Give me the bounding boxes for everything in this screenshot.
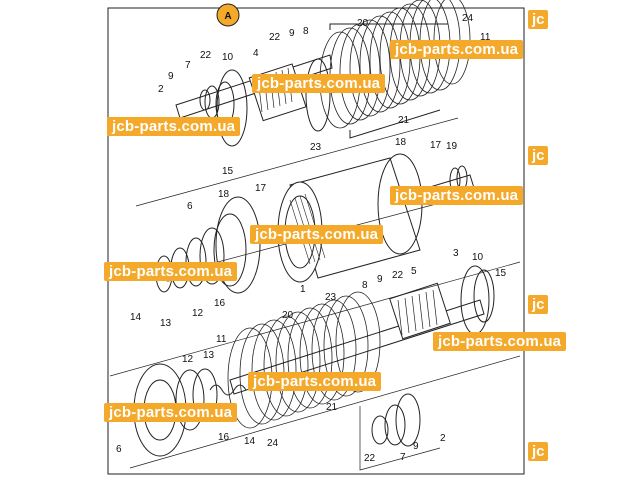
watermark-label: jcb-parts.com.ua [433, 332, 567, 351]
watermark-fragment: jc [528, 10, 548, 29]
svg-text:6: 6 [187, 201, 193, 212]
watermark-label: jcb-parts.com.ua [252, 74, 386, 93]
svg-text:1: 1 [300, 284, 306, 295]
svg-text:21: 21 [398, 115, 410, 126]
svg-text:13: 13 [160, 318, 172, 329]
watermark-label: jcb-parts.com.ua [104, 262, 238, 281]
svg-text:A: A [224, 11, 231, 22]
svg-text:11: 11 [216, 334, 227, 345]
svg-text:20: 20 [357, 18, 369, 29]
svg-text:17: 17 [430, 140, 442, 151]
watermark-fragment: jc [528, 146, 548, 165]
svg-text:13: 13 [203, 350, 215, 361]
callouts-middle: 18 17 19 18 17 6 1 [187, 137, 458, 295]
svg-text:23: 23 [310, 142, 322, 153]
svg-text:9: 9 [168, 71, 174, 82]
svg-text:22: 22 [392, 270, 404, 281]
svg-text:24: 24 [267, 438, 279, 449]
svg-text:19: 19 [446, 141, 458, 152]
section-badge: A [216, 3, 240, 27]
watermark-label: jcb-parts.com.ua [390, 40, 524, 59]
svg-text:15: 15 [495, 268, 507, 279]
svg-text:21: 21 [326, 402, 338, 413]
svg-text:5: 5 [411, 266, 417, 277]
svg-text:14: 14 [130, 312, 142, 323]
svg-text:12: 12 [182, 354, 194, 365]
svg-text:9: 9 [289, 28, 295, 39]
clutch-drum [135, 117, 475, 283]
svg-text:22: 22 [269, 32, 281, 43]
svg-text:12: 12 [192, 308, 204, 319]
svg-text:15: 15 [222, 166, 234, 177]
svg-text:4: 4 [253, 48, 259, 59]
svg-text:22: 22 [200, 50, 212, 61]
svg-text:6: 6 [116, 444, 122, 455]
svg-text:17: 17 [255, 183, 267, 194]
watermark-fragment: jc [528, 442, 548, 461]
svg-text:23: 23 [325, 292, 337, 303]
callouts-lower: 3 10 15 8 9 22 5 23 20 11 12 13 21 6 16 … [116, 248, 507, 464]
svg-text:16: 16 [218, 432, 230, 443]
svg-text:8: 8 [362, 280, 368, 291]
svg-text:18: 18 [218, 189, 230, 200]
svg-text:9: 9 [413, 441, 419, 452]
watermark-label: jcb-parts.com.ua [107, 117, 241, 136]
svg-text:3: 3 [453, 248, 459, 259]
svg-text:20: 20 [282, 310, 294, 321]
svg-text:11: 11 [480, 32, 491, 43]
svg-text:7: 7 [185, 60, 191, 71]
svg-text:8: 8 [303, 26, 309, 37]
watermark-label: jcb-parts.com.ua [104, 403, 238, 422]
svg-text:7: 7 [400, 452, 406, 463]
svg-text:16: 16 [214, 298, 226, 309]
svg-text:10: 10 [222, 52, 234, 63]
svg-text:9: 9 [377, 274, 383, 285]
watermark-label: jcb-parts.com.ua [248, 372, 382, 391]
svg-text:24: 24 [462, 13, 474, 24]
callouts-left-piston: 14 13 12 16 [130, 298, 226, 329]
watermark-label: jcb-parts.com.ua [250, 225, 384, 244]
svg-text:2: 2 [158, 84, 164, 95]
watermark-fragment: jc [528, 295, 548, 314]
svg-text:2: 2 [440, 433, 446, 444]
svg-text:18: 18 [395, 137, 407, 148]
callouts-upper: 22 9 8 20 24 11 7 22 10 4 9 2 15 23 21 [158, 13, 491, 177]
diagram-frame [107, 7, 525, 475]
lower-clutch-assembly [109, 261, 521, 471]
svg-text:22: 22 [364, 453, 376, 464]
svg-text:14: 14 [244, 436, 256, 447]
svg-text:10: 10 [472, 252, 484, 263]
watermark-label: jcb-parts.com.ua [390, 186, 524, 205]
